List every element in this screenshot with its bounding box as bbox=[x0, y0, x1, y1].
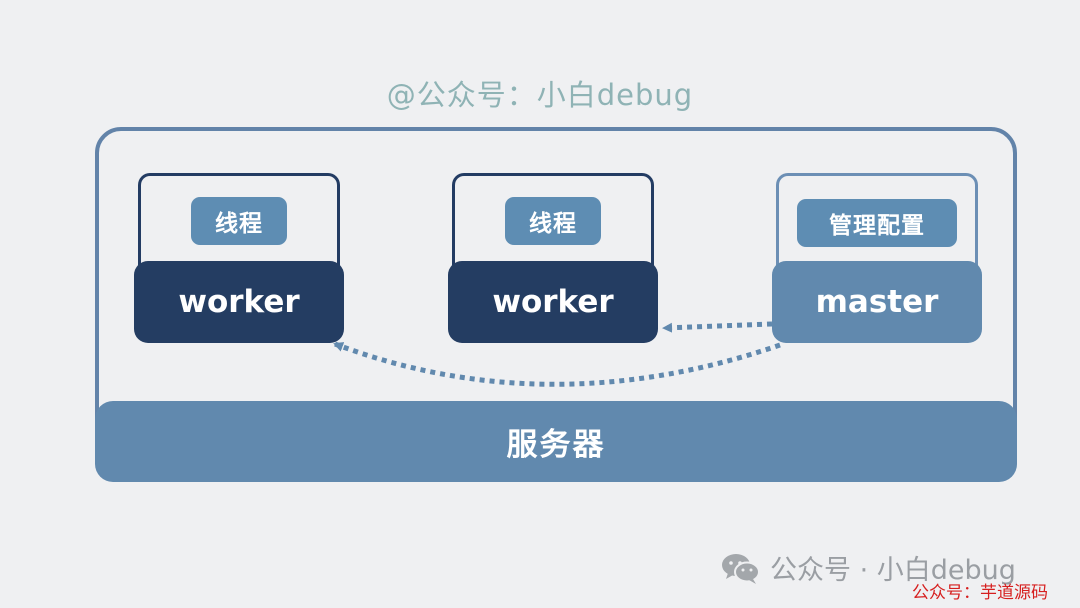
server-label: 服务器 bbox=[95, 401, 1017, 482]
master-label: master bbox=[772, 261, 982, 343]
footer-account: 公众号 · 小白debug bbox=[720, 548, 1016, 587]
worker-node-1: 线程 worker bbox=[134, 173, 344, 343]
top-watermark: @公众号：小白debug bbox=[386, 78, 694, 112]
sub-watermark: 公众号：芋道源码 bbox=[912, 583, 1048, 603]
thread-tag: 线程 bbox=[191, 197, 287, 245]
master-to-worker1-arrow bbox=[333, 341, 781, 387]
worker-label: worker bbox=[134, 261, 344, 343]
worker-label: worker bbox=[448, 261, 658, 343]
config-tag: 管理配置 bbox=[797, 199, 957, 247]
footer-account-text: 公众号 · 小白debug bbox=[770, 555, 1016, 586]
thread-tag: 线程 bbox=[505, 197, 601, 245]
master-node: 管理配置 master bbox=[772, 173, 982, 343]
worker-node-2: 线程 worker bbox=[448, 173, 658, 343]
master-to-worker2-arrow bbox=[662, 321, 773, 333]
wechat-icon bbox=[722, 553, 760, 584]
